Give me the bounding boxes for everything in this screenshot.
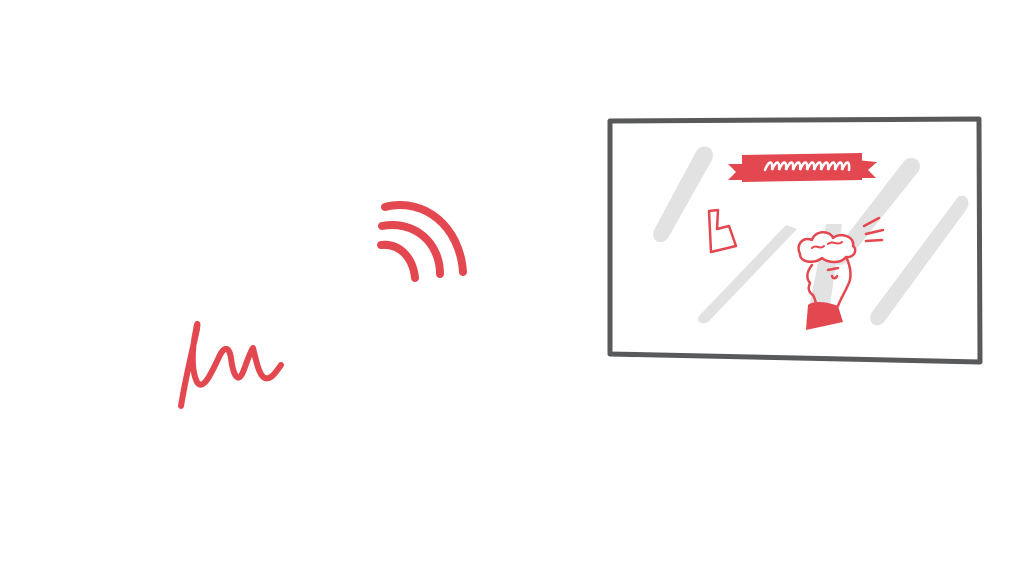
screen-glare bbox=[653, 146, 969, 326]
down-left-arrow-icon bbox=[707, 208, 738, 254]
screen-frame bbox=[607, 116, 983, 365]
ribbon-banner-icon bbox=[728, 153, 877, 182]
handwritten-scribble-icon bbox=[178, 320, 284, 409]
emphasis-burst-icon bbox=[862, 216, 885, 243]
display-screen-icon bbox=[607, 116, 983, 365]
wireless-signal-icon bbox=[377, 201, 467, 282]
person-bust-icon bbox=[797, 231, 857, 330]
